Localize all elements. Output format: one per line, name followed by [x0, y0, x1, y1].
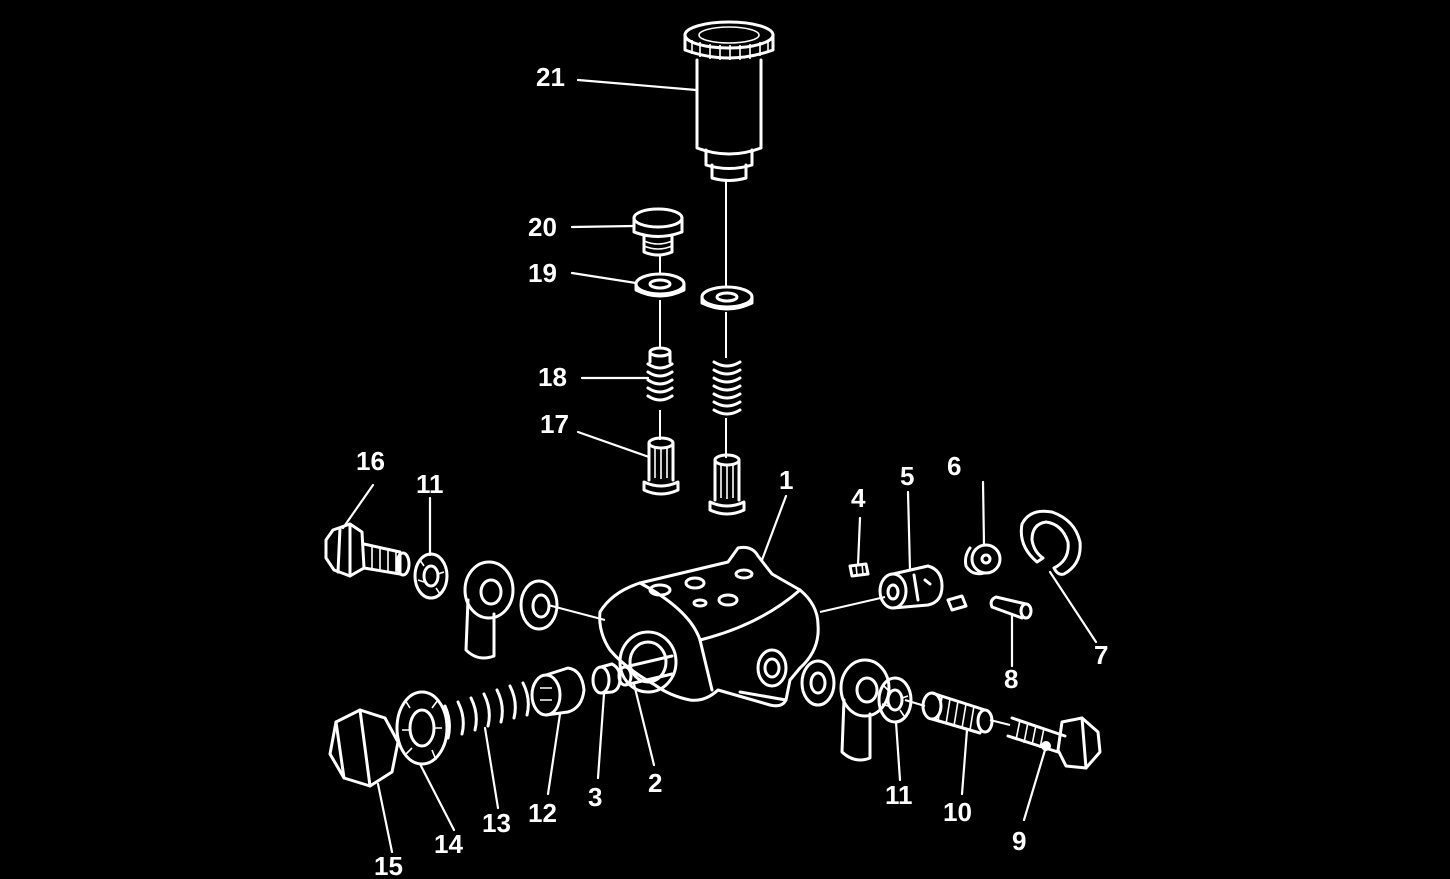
callout-10: 10 — [943, 797, 972, 827]
callout-20: 20 — [528, 212, 557, 242]
part-19-washer — [634, 272, 686, 298]
callout-18: 18 — [538, 362, 567, 392]
leader-11b — [894, 720, 902, 782]
callout-13: 13 — [482, 808, 511, 838]
callout-1: 1 — [779, 465, 793, 495]
callout-17: 17 — [540, 409, 569, 439]
part-15-cap-nut — [328, 708, 400, 788]
leader-1 — [760, 494, 788, 562]
part-20-plug — [632, 207, 684, 257]
leader-16 — [341, 483, 375, 530]
leader-2 — [632, 682, 656, 767]
callout-3: 3 — [588, 782, 602, 812]
leader-9 — [1022, 748, 1047, 822]
part-4-pin — [848, 562, 870, 578]
leader-lines — [341, 78, 1098, 854]
leader-10 — [960, 728, 969, 796]
part-1-pump-body — [598, 545, 820, 708]
callout-8: 8 — [1004, 664, 1018, 694]
part-14-washer — [395, 690, 449, 766]
washer-right-column — [700, 285, 754, 311]
callout-7: 7 — [1094, 640, 1108, 670]
callout-12: 12 — [528, 798, 557, 828]
leader-20 — [570, 224, 636, 229]
part-6-roller — [964, 543, 1002, 576]
leader-7 — [1048, 570, 1098, 644]
leader-15 — [376, 782, 394, 854]
callout-6: 6 — [947, 451, 961, 481]
part-17-valve — [642, 436, 680, 496]
callout-16: 16 — [356, 446, 385, 476]
part-10-strainer — [921, 691, 994, 735]
callout-21: 21 — [536, 62, 565, 92]
part-13-spring — [443, 681, 530, 740]
callout-11-upper: 11 — [416, 469, 444, 499]
leader-13 — [483, 726, 500, 810]
assembly-axis-lines — [547, 180, 1011, 726]
leader-6 — [981, 480, 986, 547]
callout-4: 4 — [851, 483, 866, 513]
callout-15: 15 — [374, 851, 403, 879]
leader-3 — [596, 692, 606, 780]
part-5-cam-follower — [878, 564, 944, 610]
callout-5: 5 — [900, 461, 914, 491]
part-2-push-rod — [617, 654, 674, 687]
washer-right-body — [800, 659, 836, 707]
small-pin-near-cam-follower — [946, 594, 968, 612]
callout-9: 9 — [1012, 826, 1026, 856]
part-3-washer — [591, 662, 622, 695]
part-11-washer-left — [413, 552, 449, 600]
leader-17 — [576, 430, 651, 459]
washer-left-body — [519, 579, 559, 631]
callout-11-lower: 11 — [885, 780, 913, 810]
leader-19 — [570, 271, 638, 285]
callout-2: 2 — [648, 768, 662, 798]
part-7-circlip — [1019, 509, 1082, 576]
part-21-priming-pump — [683, 20, 775, 182]
banjo-fitting-right — [839, 658, 891, 762]
callout-19: 19 — [528, 258, 557, 288]
part-16-banjo-bolt — [324, 522, 411, 578]
part-9-banjo-bolt — [1006, 716, 1102, 770]
part-8-pin — [989, 595, 1033, 620]
valve-right-column — [708, 453, 746, 516]
part-18-spring — [646, 346, 674, 402]
banjo-fitting-left — [463, 560, 515, 660]
leader-21 — [576, 78, 698, 92]
spring-right-column — [712, 360, 742, 416]
callout-labels: 21 20 19 18 17 16 11 1 4 5 6 7 8 9 10 11… — [356, 62, 1108, 879]
leader-12 — [546, 712, 562, 796]
callout-14: 14 — [434, 829, 463, 859]
leader-14 — [418, 762, 456, 832]
leader-5 — [906, 490, 912, 572]
part-12-piston — [530, 666, 586, 717]
leader-4 — [856, 516, 862, 567]
